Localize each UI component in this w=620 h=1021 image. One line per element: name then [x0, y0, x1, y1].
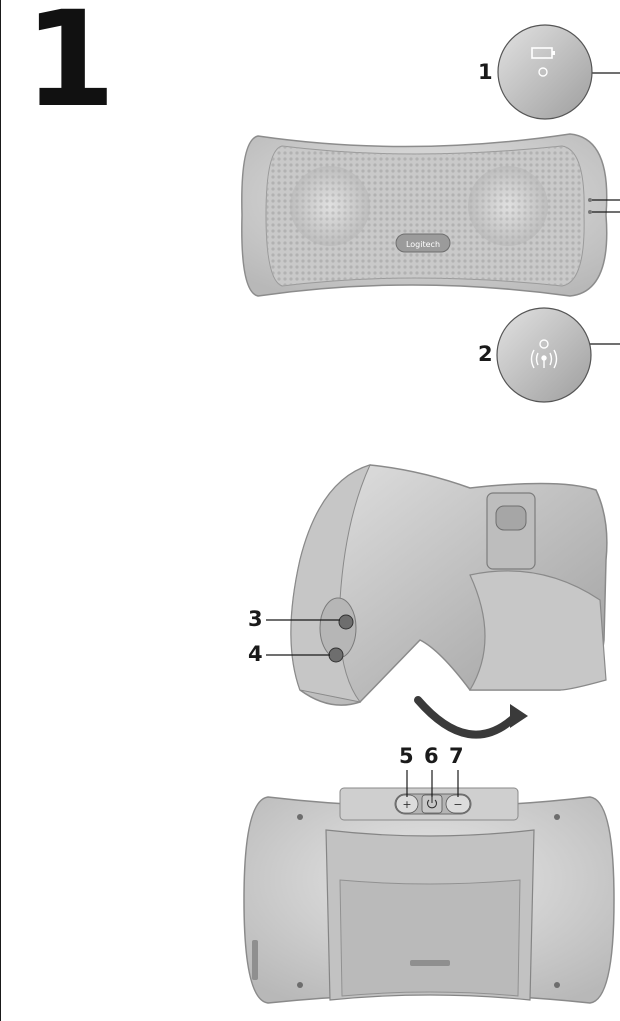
logo-badge — [395, 233, 451, 253]
callout-lines-top — [580, 72, 620, 345]
speaker-back: + − — [243, 787, 615, 1004]
led-indicator-icon — [538, 67, 548, 77]
callout-number-4: 4 — [248, 642, 263, 666]
callout-number-7: 7 — [449, 744, 464, 768]
callout-number-1: 1 — [478, 60, 493, 84]
kickstand — [468, 570, 607, 691]
wireless-signal-icon — [530, 349, 558, 369]
zoom-circle-wireless — [496, 307, 592, 403]
speaker-side — [290, 464, 608, 706]
speaker-front: Logitech — [241, 133, 608, 297]
callout-number-2: 2 — [478, 342, 493, 366]
bluetooth-led — [588, 210, 592, 214]
callout-lines-side — [266, 619, 340, 656]
zoom-circle-battery — [497, 24, 593, 120]
power-icon — [426, 797, 438, 809]
battery-icon — [531, 47, 555, 59]
battery-compartment — [486, 492, 536, 570]
volume-down-icon: − — [453, 798, 462, 811]
logo-label: Logitech — [406, 240, 440, 249]
led-indicator-icon — [539, 339, 549, 349]
callout-number-3: 3 — [248, 607, 263, 631]
power-jack — [338, 614, 354, 630]
callout-lines-back — [406, 770, 459, 797]
volume-up-icon: + — [402, 798, 411, 811]
page-margin-rule — [0, 0, 1, 1021]
callout-number-6: 6 — [424, 744, 439, 768]
audio-in-jack — [328, 647, 344, 663]
step-number: 1 — [24, 0, 116, 137]
battery-led — [588, 198, 592, 202]
callout-number-5: 5 — [399, 744, 414, 768]
rotate-arrow-icon — [414, 696, 528, 739]
